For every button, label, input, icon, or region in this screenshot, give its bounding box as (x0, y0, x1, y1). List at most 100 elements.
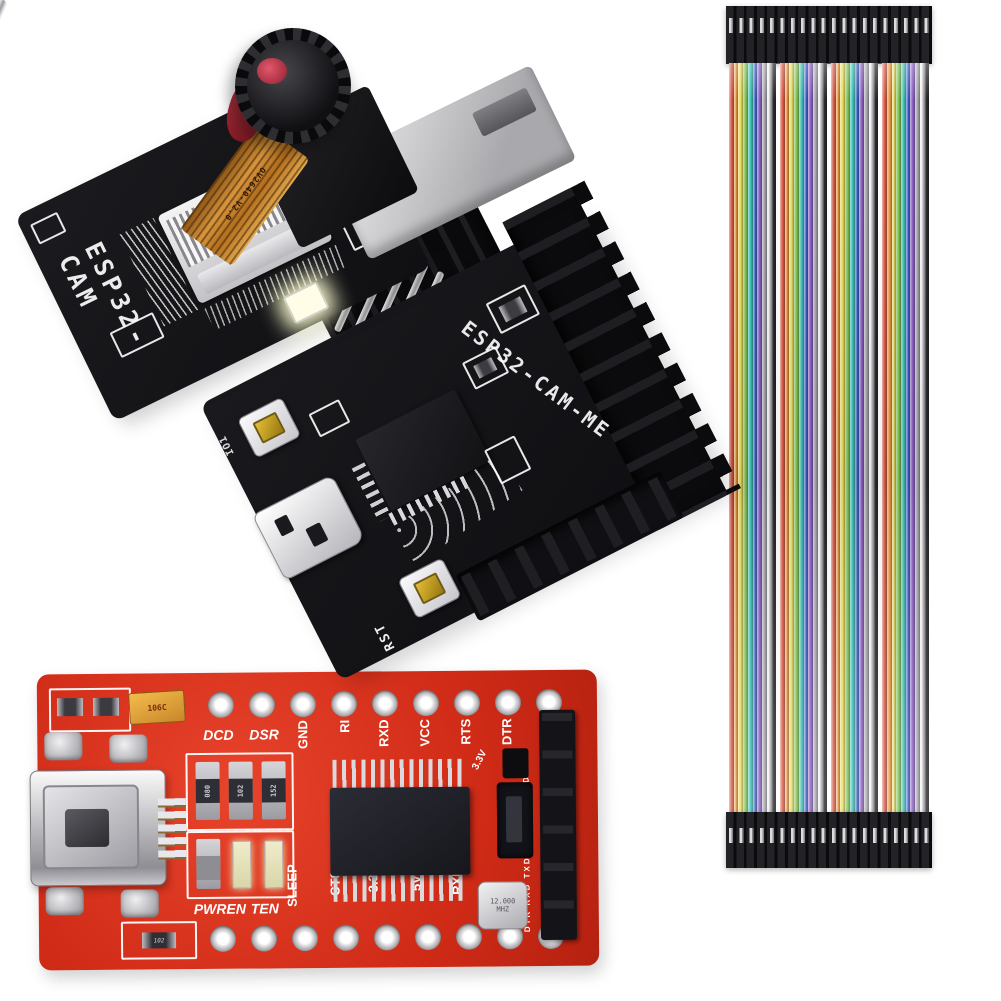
status-led (232, 840, 252, 889)
led-group (186, 830, 295, 900)
pin-label: RI (337, 719, 353, 733)
pin-label: PWREN (193, 900, 246, 918)
ftdi-ft232rl-board: DCD DSR GND RI RXD VCC RTS DTR TXD PWREN… (29, 669, 600, 971)
jumper-wire (812, 63, 818, 813)
jumper-wire (757, 63, 762, 813)
through-hole-row-top (37, 670, 597, 718)
solder-pad (44, 732, 83, 761)
right-angle-header (539, 709, 578, 941)
jumper-wire (905, 63, 911, 813)
through-hole (332, 924, 360, 951)
pin-label: TEN (250, 900, 279, 917)
pin-label: RTS (458, 718, 474, 745)
resistor-marking: 080 (203, 784, 212, 798)
pin-label: VCC (417, 719, 433, 747)
jumper-wire (891, 63, 897, 813)
jumper-wire (803, 63, 809, 813)
through-hole (414, 923, 442, 951)
jumper-wire (743, 63, 748, 813)
through-hole (291, 925, 319, 952)
jumper-wire (766, 63, 772, 813)
jumper-wire (780, 63, 785, 813)
female-header-block (502, 187, 729, 530)
jumper-wire (808, 63, 813, 813)
resistor-group: 080 102 152 (185, 752, 295, 832)
smd-resistor (196, 838, 221, 890)
dupont-connector-strip-bottom (726, 812, 932, 868)
jumper-wire (752, 63, 758, 813)
voltage-select-jumper (496, 782, 534, 859)
jumper-wire (733, 63, 739, 813)
solder-pad (109, 734, 148, 763)
jumper-wire (761, 63, 767, 813)
jumper-wire (924, 63, 930, 813)
through-hole (207, 691, 235, 718)
camera-lens-barrel (235, 28, 351, 144)
micro-usb-port (251, 474, 366, 581)
jumper-wire (817, 63, 823, 813)
jumper-wire (910, 63, 916, 813)
smd-resistor: 102 (228, 761, 253, 820)
jumper-wire (835, 63, 841, 813)
usb-contact-pins (157, 798, 187, 861)
voltage-jumper-label: 3.3V (470, 748, 490, 772)
chip-leads (333, 874, 468, 902)
jumper-wire (854, 63, 860, 813)
header-pin (0, 0, 7, 93)
jumper-wire (831, 63, 836, 813)
wire-row (729, 63, 930, 813)
camera-lens-glass (257, 58, 287, 84)
through-hole (412, 689, 440, 717)
jumper-header (502, 748, 529, 779)
resistor-marking: 152 (269, 784, 278, 797)
jumper-wire (868, 63, 874, 813)
silkscreen-box: 102 (120, 921, 198, 960)
smd-resistor: 152 (261, 761, 286, 820)
silkscreen-box (485, 283, 541, 335)
jumper-wire (886, 63, 892, 813)
pin-label: DTR (499, 718, 515, 746)
dupont-jumper-wire-ribbon (726, 6, 932, 868)
jumper-wire (873, 63, 879, 813)
jumper-wire (882, 63, 887, 813)
tantalum-capacitor: 106C (128, 689, 186, 726)
camera-model-label: OV2640-V2.0 (222, 165, 268, 223)
crystal-oscillator: 12.000 MHZ (477, 881, 528, 930)
jumper-wire (849, 63, 855, 813)
through-hole (250, 925, 278, 952)
through-hole (289, 691, 317, 718)
jumper-wire (729, 63, 734, 813)
jumper-wire (919, 63, 925, 813)
jumper-wire (798, 63, 804, 813)
io-button-label: IO1 (217, 433, 237, 458)
pin-label: DSR (249, 726, 279, 743)
silkscreen-box (48, 687, 132, 733)
jumper-wire (845, 63, 850, 813)
through-hole (494, 689, 522, 716)
jumper-wire (840, 63, 846, 813)
silkscreen-box (308, 398, 351, 438)
jumper-wire (794, 63, 799, 813)
jumper-wire (789, 63, 795, 813)
jumper-wire (747, 63, 753, 813)
io0-button (236, 396, 302, 459)
jumper-wire (863, 63, 869, 813)
through-hole (330, 690, 358, 717)
pin-label: GND (295, 720, 311, 750)
silkscreen-box (29, 211, 67, 245)
jumper-wire (915, 63, 920, 813)
through-hole (248, 691, 276, 718)
pin-label: DCD (203, 726, 234, 743)
jumper-wire (771, 63, 777, 813)
chip-leads (332, 758, 467, 788)
dupont-connector-strip-top (726, 6, 932, 64)
reset-button (397, 557, 462, 620)
solder-pad (45, 887, 84, 916)
jumper-wire (738, 63, 744, 813)
jumper-wire (822, 63, 828, 813)
mini-usb-port (29, 769, 167, 887)
resistor-marking: 102 (236, 784, 245, 798)
jumper-wire (896, 63, 901, 813)
jumper-wire (900, 63, 906, 813)
